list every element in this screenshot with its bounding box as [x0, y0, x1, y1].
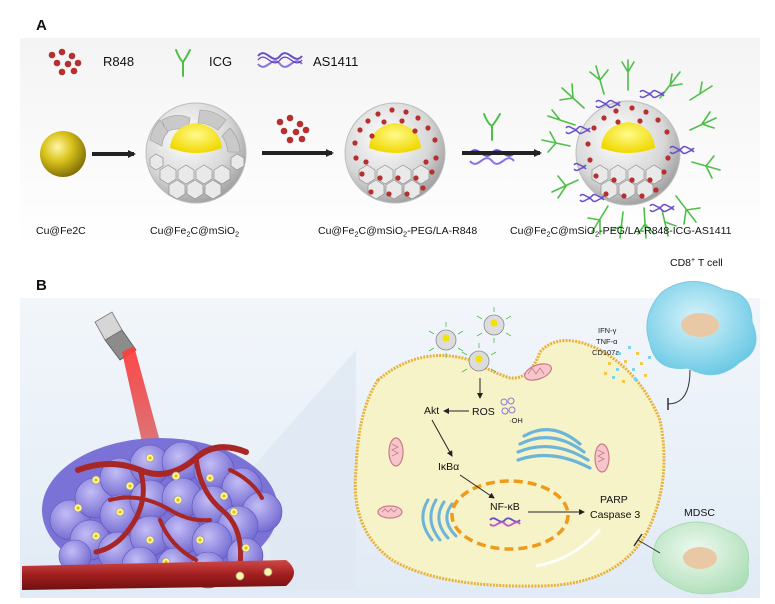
legend-as1411-label: AS1411 [313, 54, 358, 69]
cell-nanoparticles [428, 307, 512, 373]
cell-highlight [535, 528, 602, 568]
cytokine-tnf: TNF-α [596, 337, 618, 346]
legend-r848-label: R848 [103, 54, 134, 69]
nfkb-label: NF-κB [490, 501, 520, 513]
mdsc-inhibition-line [637, 539, 661, 554]
label-cu-fe2c: Cu@Fe2C [36, 225, 86, 237]
mitochondria-cristae [381, 367, 605, 513]
cd8-label: CD8+ T cell [670, 257, 723, 269]
arrow-akt-to-ikba [431, 419, 453, 457]
cytokine-dots [604, 346, 651, 383]
arrow-ikba-to-nfkb [459, 474, 495, 499]
cytokine-cd107a: CD107a [592, 348, 620, 357]
dna-icon [489, 517, 521, 527]
mdsc-label: MDSC [684, 507, 715, 519]
parp-label: PARP [600, 494, 628, 506]
cd8-inhibition-line [667, 369, 691, 405]
ros-bubbles-icon [500, 397, 516, 415]
oh-label: ·OH [509, 416, 523, 425]
laser-beam [122, 346, 164, 460]
ikba-label: IκBα [438, 461, 459, 473]
main-blood-vessel [22, 560, 294, 590]
legend-icg-icon [175, 49, 191, 77]
final-nanoparticle [541, 59, 721, 239]
r848-dots-added [276, 114, 310, 144]
endoplasmic-reticulum [421, 498, 458, 542]
golgi-apparatus [516, 428, 592, 470]
label-final-nanoparticle: Cu@Fe2C@mSiO2-PEG/LA-R848-ICG-AS1411 [510, 225, 732, 239]
legend-as1411-icon [257, 52, 303, 68]
ros-label: ROS [472, 406, 495, 418]
zoom-wedge [250, 350, 356, 590]
tumor-nanoparticles [73, 453, 251, 567]
label-cu-fe2c-text: Cu@Fe2C [36, 225, 86, 237]
mitochondria [377, 363, 610, 519]
mdsc-inhibition-bar [633, 533, 643, 547]
cytokine-ifn: IFN-γ [598, 326, 617, 335]
label-cu-fe2c-msio2-peg-la-r848: Cu@Fe2C@mSiO2-PEG/LA-R848 [318, 225, 477, 239]
legend-r848-icon [48, 48, 82, 76]
label-cu-fe2c-msio2: Cu@Fe2C@mSiO2 [150, 225, 239, 239]
panel-a-label: A [36, 17, 47, 34]
akt-label: Akt [424, 405, 439, 417]
cd8-t-cell [646, 281, 757, 376]
caspase-label: Caspase 3 [590, 509, 640, 521]
tumor-blood-vessels [75, 444, 264, 568]
r848-loaded-sphere [344, 102, 446, 204]
panel-b-label: B [36, 277, 47, 294]
vessel-nanoparticles [235, 567, 273, 581]
nucleus [450, 479, 570, 551]
icg-added-icon [483, 113, 501, 141]
cu-fe2c-core-sphere [40, 131, 86, 177]
legend-icg-label: ICG [209, 54, 232, 69]
mesoporous-silica-sphere [145, 102, 247, 204]
